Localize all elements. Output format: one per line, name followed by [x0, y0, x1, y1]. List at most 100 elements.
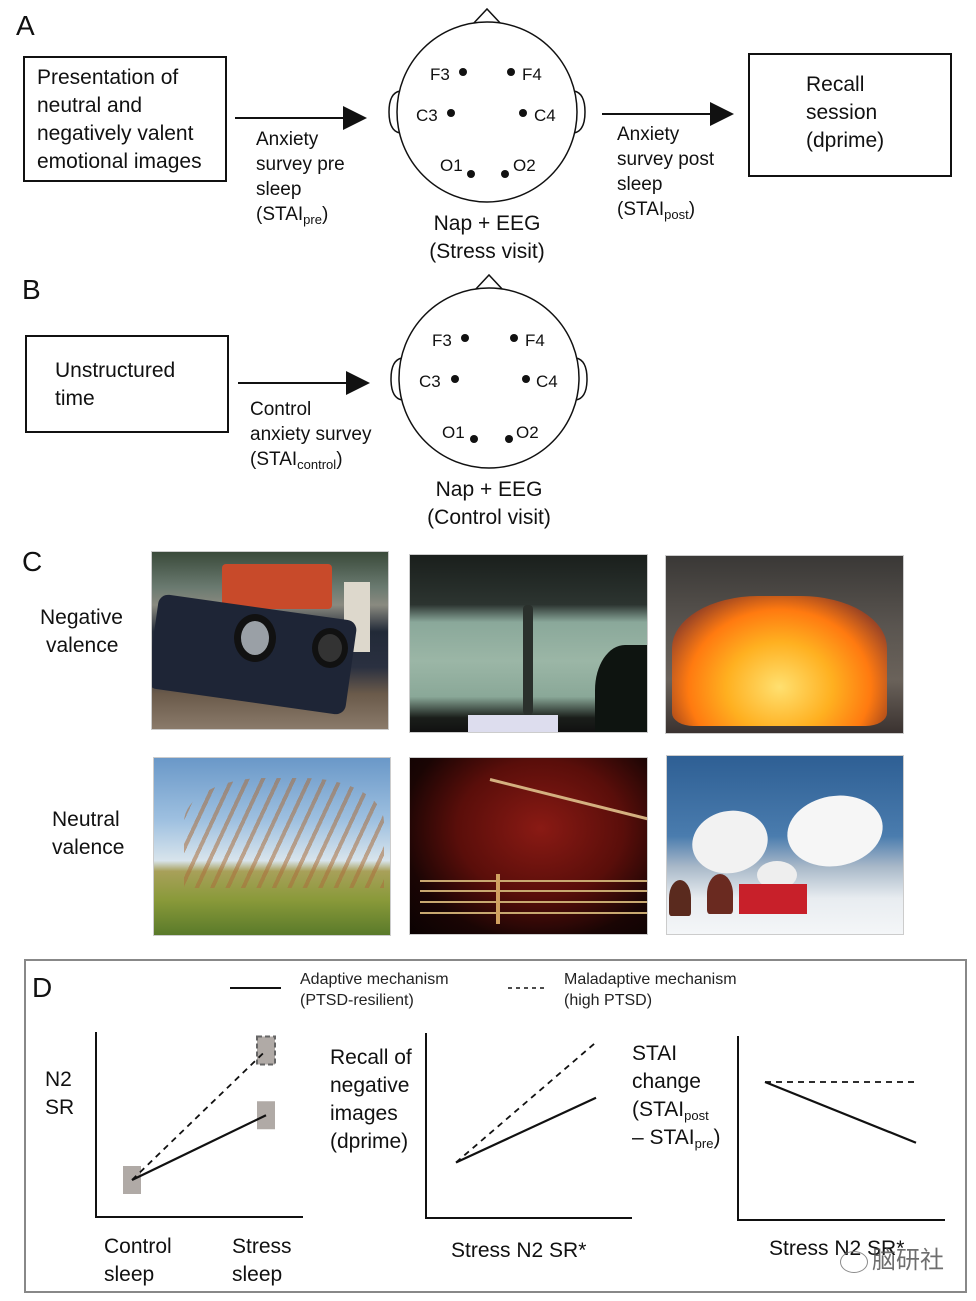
label-line: valence [52, 836, 125, 859]
ylabel-line: SR [45, 1096, 75, 1119]
electrode-label-c4: C4 [534, 106, 556, 125]
label-line: Anxiety [617, 124, 680, 145]
string-line [420, 880, 647, 882]
panel-label-c: C [22, 546, 43, 577]
xtick-line: sleep [104, 1263, 155, 1286]
chart3-y-label: STAI change (STAIpost – STAIpre) [632, 1040, 720, 1152]
arrow-b-label: Control anxiety survey (STAIcontrol) [250, 397, 371, 472]
recall-line: Recall [806, 73, 865, 96]
caption-line: (Control visit) [427, 506, 551, 529]
wechat-icon [840, 1250, 868, 1273]
ylabel-line: change [632, 1070, 701, 1093]
legend-adaptive-text: Adaptive mechanism (PTSD-resilient) [300, 969, 449, 1011]
electrode-label-o2: O2 [513, 156, 536, 175]
electrode-label-f3: F3 [432, 331, 452, 350]
string-line [420, 901, 647, 903]
tire-shape [234, 614, 276, 662]
ylabel-line: N2 [45, 1068, 72, 1091]
label-line: Control [250, 399, 312, 420]
palm-shape [595, 645, 647, 732]
electrode-f4 [507, 68, 515, 76]
legend-line: (high PTSD) [564, 992, 653, 1009]
stai-control-label: (STAIcontrol) [250, 449, 343, 472]
neutral-valence-label: Neutral valence [52, 806, 152, 862]
arrow-a2 [602, 102, 734, 126]
label-line: sleep [256, 179, 302, 200]
label-line: Anxiety [256, 129, 319, 150]
presentation-line: neutral and [37, 94, 143, 117]
legend-line: Adaptive mechanism [300, 971, 449, 988]
electrode-c3 [447, 109, 455, 117]
stai-pre-label: (STAIpre) [256, 204, 329, 227]
electrode-label-o2: O2 [516, 423, 539, 442]
electrode-label-o1: O1 [442, 423, 465, 442]
legend-line: (PTSD-resilient) [300, 992, 414, 1009]
arrow-b [238, 371, 370, 395]
electrode-c4 [519, 109, 527, 117]
electrode-o1 [467, 170, 475, 178]
watermark-text: 脑研社 [872, 1247, 944, 1274]
overturned-car-crash-photo [151, 551, 389, 730]
unstructured-time-box: Unstructured time [25, 335, 229, 433]
negative-valence-label: Negative valence [40, 604, 145, 660]
label-line: survey pre [256, 154, 345, 175]
panel-label-a: A [16, 10, 35, 41]
electrode-label-f4: F4 [522, 65, 542, 84]
xtick-line: Control [104, 1235, 172, 1258]
recall-line: (dprime) [806, 129, 885, 152]
ylabel-line: (dprime) [330, 1130, 409, 1153]
xtick-line: Stress [232, 1235, 292, 1258]
presentation-line: Presentation of [37, 66, 179, 89]
electrode-c3 [451, 375, 459, 383]
electrode-label-f4: F4 [525, 331, 545, 350]
electrode-f3 [461, 334, 469, 342]
caption-line: Nap + EEG [435, 478, 543, 501]
tornado-photo [409, 554, 648, 733]
panel-label-b: B [22, 274, 41, 305]
panel-ab-diagram-svg [235, 7, 734, 469]
label-line: anxiety survey [250, 424, 372, 445]
dish-shape [781, 788, 889, 874]
head-diagram-control [390, 273, 588, 469]
electrode-label-f3: F3 [430, 65, 450, 84]
unstructured-line: time [55, 387, 95, 410]
tree-shape [707, 874, 733, 914]
chart1-x-tick-stress: Stress sleep [232, 1233, 292, 1289]
panel-d-frame [24, 959, 967, 1293]
arrow-a2-label: Anxiety survey post sleep (STAIpost) [617, 122, 714, 222]
chart3-x-label: Stress N2 SR* [769, 1237, 905, 1260]
ylabel-formula-line2: – STAIpre) [632, 1126, 721, 1151]
house-shape [468, 715, 558, 732]
chart1-x-tick-control: Control sleep [104, 1233, 172, 1289]
chart2-y-label: Recall of negative images (dprime) [330, 1044, 412, 1156]
label-line: Negative [40, 606, 123, 629]
arrow-a1 [235, 106, 367, 130]
watermark: 脑研社 [840, 1240, 944, 1275]
electrode-label-c3: C3 [419, 372, 441, 391]
presentation-line: emotional images [37, 150, 202, 173]
electrode-o2 [501, 170, 509, 178]
string-line [420, 890, 647, 892]
electrode-label-c3: C3 [416, 106, 438, 125]
ylabel-line: images [330, 1102, 398, 1125]
ylabel-line: STAI [632, 1042, 678, 1065]
tree-shape [669, 880, 691, 916]
unstructured-line: Unstructured [55, 359, 176, 382]
caption-line: Nap + EEG [433, 212, 541, 235]
stai-post-label: (STAIpost) [617, 199, 696, 222]
xtick-line: sleep [232, 1263, 283, 1286]
building-fire-photo [665, 555, 904, 734]
legend-line: Maladaptive mechanism [564, 971, 737, 988]
label-line: sleep [617, 174, 663, 195]
flame-shape [672, 596, 887, 726]
tire-shape [312, 628, 348, 668]
label-line: survey post [617, 149, 715, 170]
ylabel-line: Recall of [330, 1046, 412, 1069]
truck-shape [222, 564, 332, 609]
head-diagram-stress [388, 7, 586, 203]
head-outline [396, 21, 578, 203]
electrode-label-o1: O1 [440, 156, 463, 175]
electrode-o2 [505, 435, 513, 443]
electrode-c4 [522, 375, 530, 383]
wind-blown-grass-photo [153, 757, 391, 936]
